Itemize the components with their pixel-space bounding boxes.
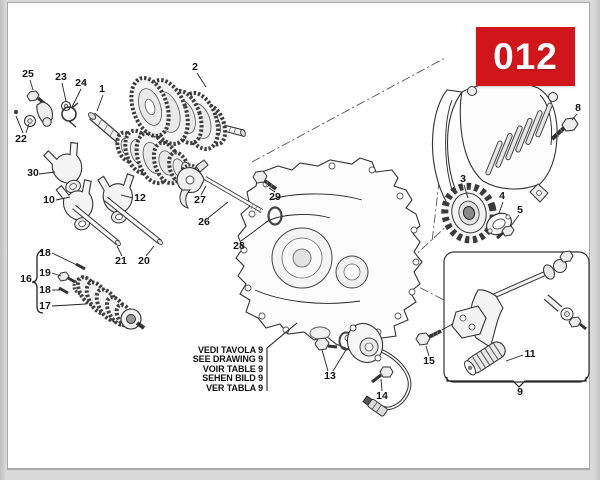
brace-9 — [446, 377, 587, 388]
front-sprocket — [441, 182, 497, 244]
bolt-8 — [550, 117, 579, 141]
pin-18b — [58, 286, 69, 295]
shift-lever-assembly — [451, 250, 587, 376]
note-line-en: SEE DRAWING 9 — [192, 354, 263, 365]
crankcase — [235, 157, 423, 351]
neutral-switch-group — [314, 322, 412, 417]
cover-slots — [485, 102, 553, 176]
note-bracket — [266, 322, 298, 391]
shift-lever-box — [443, 250, 590, 388]
plate-number-box: 012 — [476, 27, 575, 86]
shift-drum-17 — [72, 275, 146, 330]
leader-lines — [15, 72, 578, 392]
bolt-13 — [314, 337, 338, 351]
lever-rubber-peg — [464, 341, 506, 376]
pin-18a — [75, 262, 86, 271]
bolt-15 — [415, 321, 457, 346]
shift-drum-group — [31, 250, 146, 330]
note-line-it: VEDI TAVOLA 9 — [197, 345, 263, 355]
note-box: VEDI TAVOLA 9 SEE DRAWING 9 VOIR TABLE 9… — [183, 345, 263, 393]
bolt-29 — [252, 170, 278, 191]
gear-shift-shaft-group — [176, 159, 283, 226]
stopper-arm-group — [13, 90, 79, 128]
cable-connector — [362, 395, 388, 417]
note-line-es: VER TABLA 9 — [206, 382, 263, 393]
fork-guide-rod-20 — [104, 196, 163, 246]
spring-24 — [61, 102, 79, 128]
gear-cluster-secondary — [129, 75, 246, 152]
brace-16 — [31, 250, 44, 314]
note-line-fr: VOIR TABLE 9 — [202, 363, 263, 374]
note-line-de: SEHEN BILD 9 — [202, 373, 263, 384]
oring-28 — [267, 206, 283, 226]
plate-number: 012 — [493, 35, 558, 77]
bolt-14 — [371, 366, 394, 384]
washer-22a — [13, 109, 19, 115]
bolt-5 — [496, 225, 515, 240]
fork-guide-rod-21 — [72, 204, 121, 247]
